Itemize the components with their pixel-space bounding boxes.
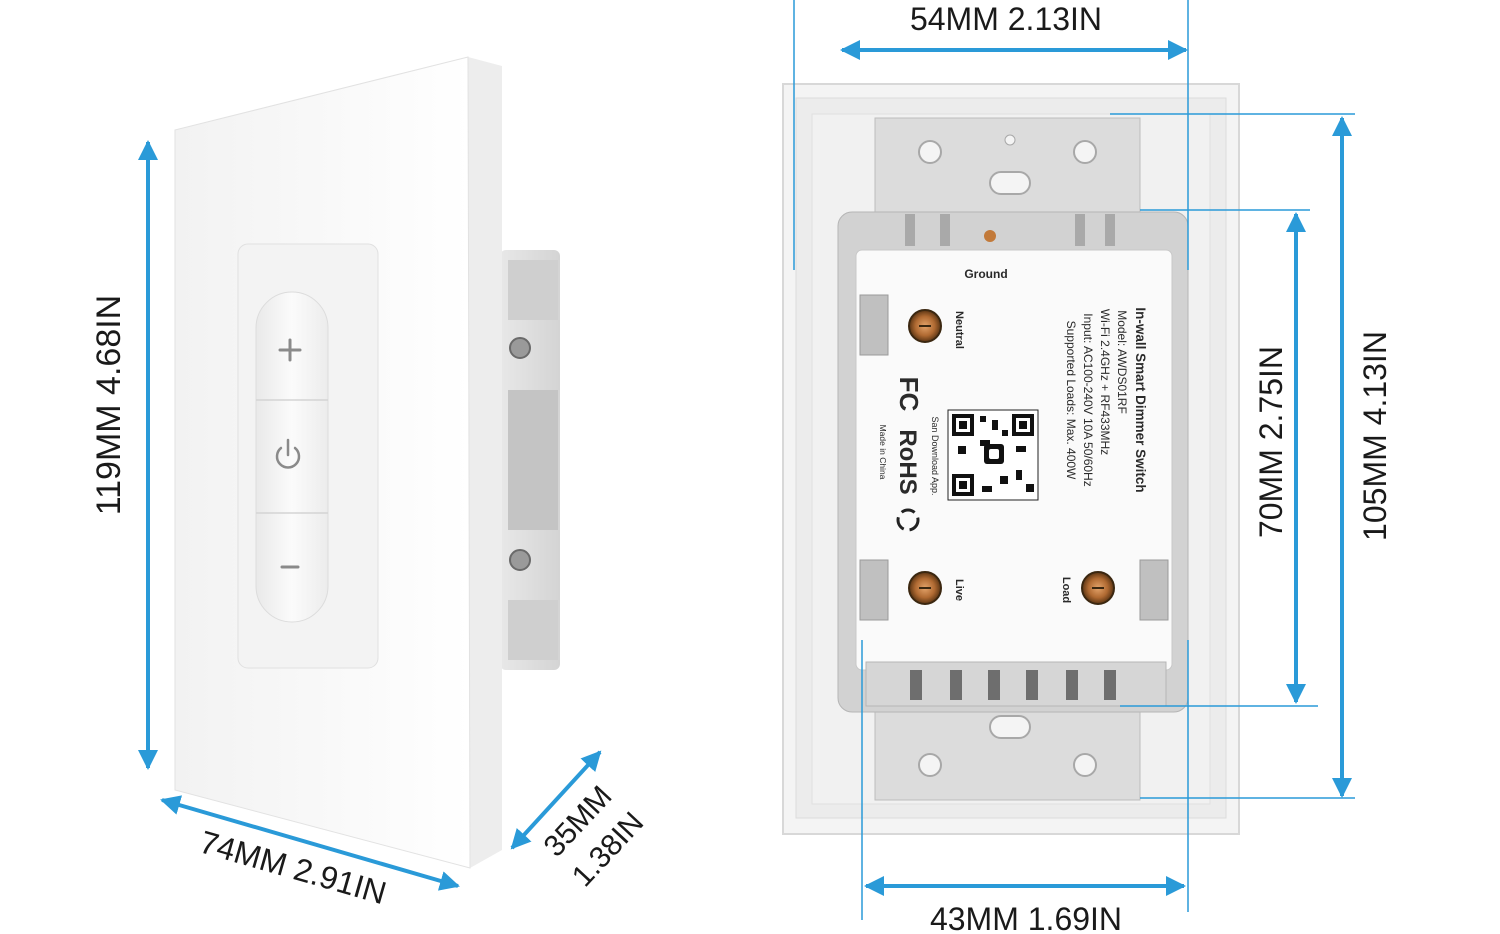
- top-width-dimension-label: 54MM 2.13IN: [910, 1, 1102, 37]
- label-title: In-wall Smart Dimmer Switch: [1133, 307, 1148, 492]
- depth-dimension-arrow: [510, 750, 602, 850]
- bottom-width-dimension-label: 43MM 1.69IN: [930, 901, 1122, 934]
- ground-terminal-icon: [984, 230, 996, 242]
- label-input: Input: AC100-240V 10A 50/60Hz: [1081, 313, 1095, 486]
- power-button[interactable]: [275, 438, 301, 469]
- front-view: 119MM 4.68IN 74MM 2.91IN 35MM 1.38IN: [90, 56, 650, 911]
- width-dimension-arrow: [160, 795, 460, 891]
- power-icon: [275, 438, 301, 469]
- back-view: Ground Neutral Live Load In-wall Smart D…: [782, 0, 1393, 934]
- bottom-vents: [910, 670, 1116, 700]
- made-in-label: Made in China: [878, 425, 888, 480]
- label-loads: Supported Loads: Max. 400W: [1064, 321, 1078, 480]
- screw-icon: [509, 549, 531, 571]
- switch-body-side: [500, 250, 560, 670]
- plus-icon: [278, 338, 302, 362]
- recycle-icon: [896, 508, 920, 532]
- fc-mark: FC: [894, 377, 924, 412]
- product-label: In-wall Smart Dimmer Switch Model: AWDS0…: [1064, 307, 1148, 492]
- height-dimension-label: 119MM 4.68IN: [90, 295, 128, 515]
- scan-app-label: San Download App.: [930, 416, 940, 495]
- dimension-guides: [793, 0, 1355, 920]
- neutral-label: Neutral: [953, 311, 965, 349]
- label-wifi: Wi-Fi 2.4GHz + RF433MHz: [1098, 309, 1112, 455]
- inner-height-dimension-label: 70MM 2.75IN: [1253, 346, 1289, 538]
- plus-button[interactable]: [256, 292, 328, 400]
- screw-icon: [509, 337, 531, 359]
- rohs-mark: RoHS: [894, 429, 921, 494]
- ground-label: Ground: [964, 267, 1007, 281]
- live-label: Live: [953, 579, 965, 601]
- mounting-strap-top: [874, 117, 1141, 221]
- qr-code: [947, 409, 1039, 501]
- top-vents: [905, 214, 1115, 246]
- load-label: Load: [1060, 577, 1072, 603]
- rocker-button-group: [255, 291, 329, 623]
- outer-height-dimension-label: 105MM 4.13IN: [1357, 331, 1393, 541]
- label-model: Model: AWDS01RF: [1115, 310, 1129, 414]
